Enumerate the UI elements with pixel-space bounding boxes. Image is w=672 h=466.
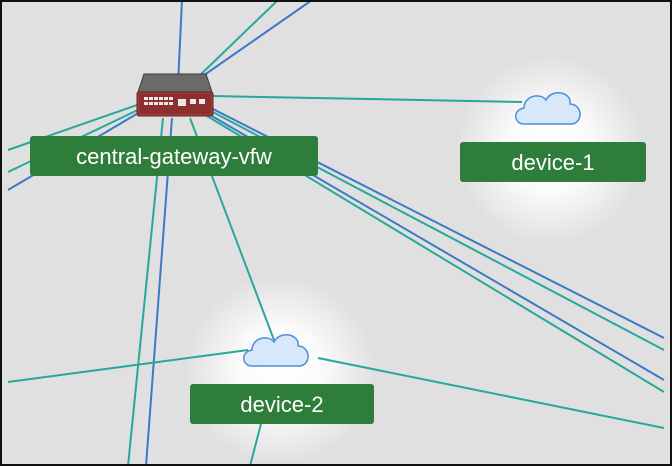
link-line[interactable] [249,419,263,466]
link-line[interactable] [194,0,279,81]
cloud-icon[interactable] [515,92,581,125]
gateway-label-text: central-gateway-vfw [76,144,272,169]
link-line[interactable] [211,95,523,103]
link-line[interactable] [177,0,183,86]
gateway-node-label[interactable]: central-gateway-vfw [30,136,318,176]
link-line[interactable] [7,349,249,383]
device-1-label-text: device-1 [511,150,594,175]
device-2-label-text: device-2 [240,392,323,417]
link-line[interactable] [199,0,313,79]
firewall-appliance-icon[interactable] [136,73,214,117]
link-line[interactable] [317,357,665,429]
cloud-icon[interactable] [243,334,309,367]
device-2-node-label[interactable]: device-2 [190,384,374,424]
device-2-halo [185,275,375,465]
device-1-node-label[interactable]: device-1 [460,142,646,182]
